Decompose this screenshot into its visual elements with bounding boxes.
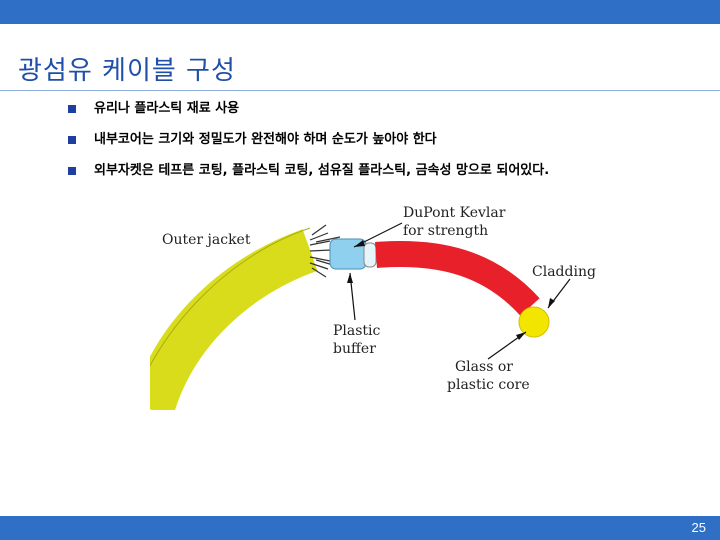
label-core-line1: Glass or: [455, 359, 513, 375]
top-accent-bar: [0, 0, 720, 24]
arrowheads: [347, 240, 555, 340]
square-bullet-icon: [68, 136, 76, 144]
bullet-item: 내부코어는 크기와 정밀도가 완전해야 하며 순도가 높아야 한다: [68, 129, 549, 160]
slide-title: 광섬유 케이블 구성: [18, 56, 236, 86]
bullet-text: 외부자켓은 테프른 코팅, 플라스틱 코팅, 섬유질 플라스틱, 금속성 망으로…: [94, 163, 550, 178]
bullet-list: 유리나 플라스틱 재료 사용 내부코어는 크기와 정밀도가 완전해야 하며 순도…: [68, 98, 549, 191]
glass-core: [518, 306, 550, 338]
outer-jacket: [150, 229, 318, 410]
page-number: 25: [691, 520, 706, 535]
bullet-item: 외부자켓은 테프른 코팅, 플라스틱 코팅, 섬유질 플라스틱, 금속성 망으로…: [68, 160, 549, 191]
label-plastic-buffer-line1: Plastic: [333, 323, 381, 339]
square-bullet-icon: [68, 105, 76, 113]
label-kevlar-line2: for strength: [403, 223, 488, 239]
kevlar-fibers: [309, 224, 341, 278]
outer-jacket-edge: [150, 227, 311, 367]
label-kevlar-line1: DuPont Kevlar: [403, 205, 506, 221]
label-cladding: Cladding: [532, 264, 596, 280]
buffer-end: [363, 242, 377, 268]
bullet-text: 유리나 플라스틱 재료 사용: [94, 101, 240, 116]
cladding: [374, 240, 540, 316]
label-core-line2: plastic core: [447, 377, 530, 393]
bullet-text: 내부코어는 크기와 정밀도가 완전해야 하며 순도가 높아야 한다: [94, 132, 437, 147]
fiber-cable-diagram: Outer jacket DuPont Kevlar for strength …: [150, 205, 596, 410]
label-plastic-buffer-line2: buffer: [333, 341, 376, 357]
square-bullet-icon: [68, 167, 76, 175]
bottom-accent-bar: 25: [0, 516, 720, 540]
label-outer-jacket: Outer jacket: [162, 232, 251, 248]
bullet-item: 유리나 플라스틱 재료 사용: [68, 98, 549, 129]
title-divider: [0, 90, 720, 91]
